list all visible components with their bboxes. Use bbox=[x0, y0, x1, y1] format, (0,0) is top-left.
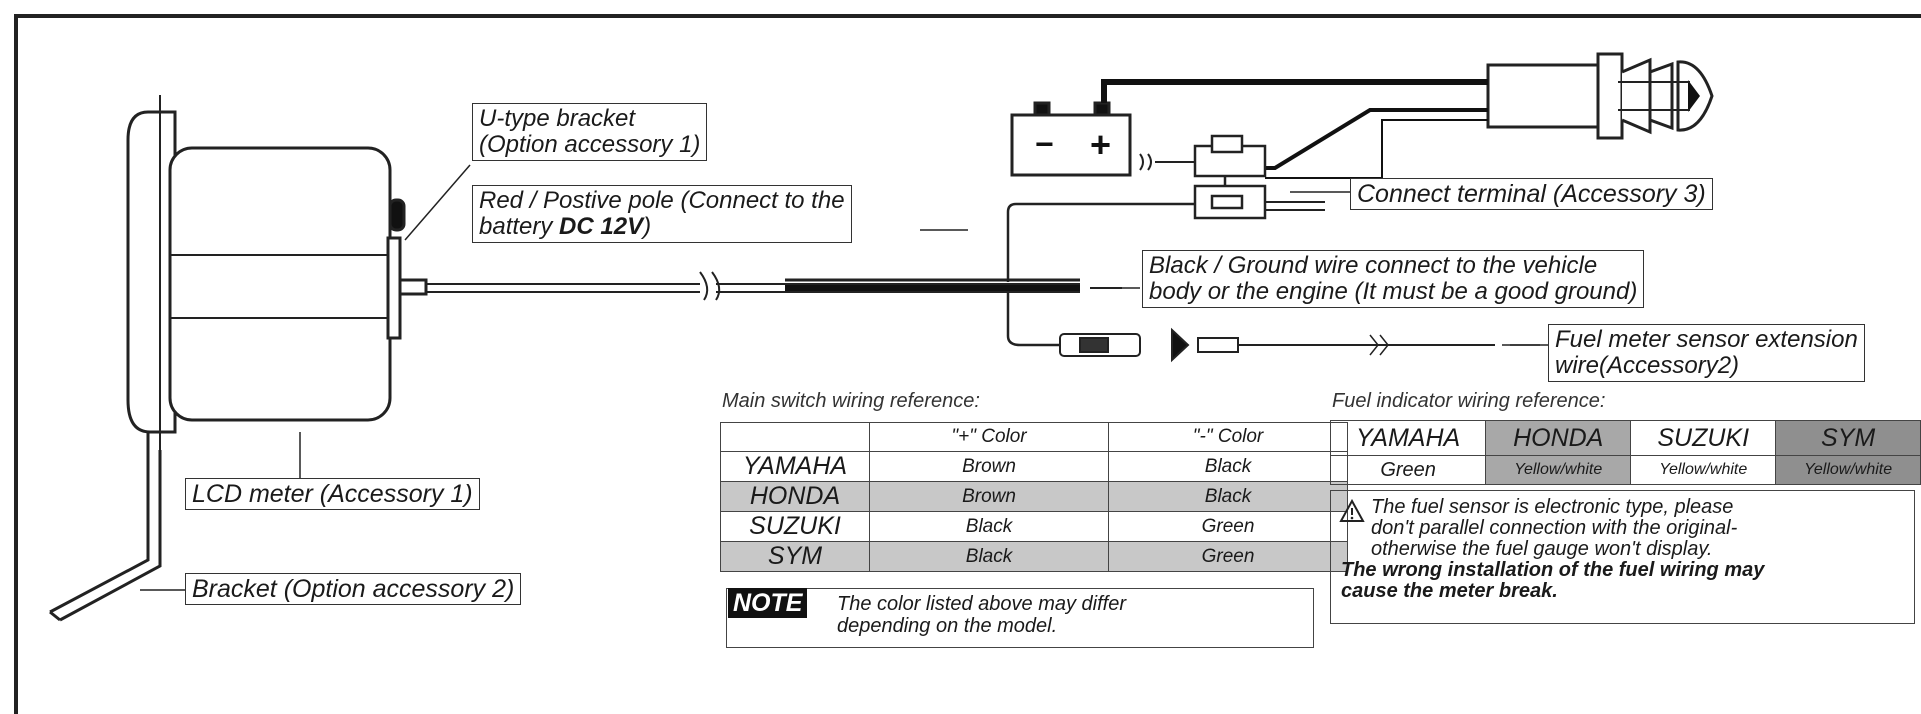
battery-icon bbox=[1010, 101, 1132, 177]
diagram-frame bbox=[14, 14, 1921, 714]
red-positive-text: battery bbox=[479, 213, 560, 240]
plus-color-cell: Black bbox=[869, 511, 1109, 542]
fuel-extension-line2: wire(Accessory2) bbox=[1555, 352, 1740, 379]
table-row: YAMAHA Brown Black bbox=[720, 451, 1348, 482]
brand-cell: HONDA bbox=[1485, 420, 1632, 456]
table-row: YAMAHA HONDA SUZUKI SYM bbox=[1329, 420, 1921, 456]
dc-voltage-text: DC 12V bbox=[559, 213, 644, 240]
table-row: SYM Black Green bbox=[720, 541, 1348, 572]
table-header-cell bbox=[720, 422, 870, 452]
note-text-line1: The color listed above may differ bbox=[837, 593, 1127, 615]
switch-wires bbox=[1101, 79, 1488, 179]
brand-cell: YAMAHA bbox=[1329, 420, 1487, 456]
fuel-extension-label: Fuel meter sensor extension wire(Accesso… bbox=[1548, 324, 1865, 382]
u-bracket-label-line1: U-type bracket bbox=[479, 105, 636, 132]
warning-triangle-icon bbox=[1339, 499, 1365, 522]
battery-plus-label: + bbox=[1090, 124, 1111, 165]
table-header-cell: "+" Color bbox=[869, 422, 1109, 452]
note-tag: NOTE bbox=[728, 588, 808, 618]
brand-cell: YAMAHA bbox=[720, 451, 870, 482]
brand-cell: SUZUKI bbox=[720, 511, 870, 542]
u-bracket-label-line2: (Option accessory 1) bbox=[479, 131, 701, 158]
leader-lines bbox=[140, 164, 1548, 591]
meter-cables bbox=[426, 202, 1195, 347]
note-text-line2: depending on the model. bbox=[837, 615, 1058, 637]
table-header-cell: "-" Color bbox=[1108, 422, 1348, 452]
fuel-extension-line1: Fuel meter sensor extension bbox=[1555, 326, 1858, 353]
warning-line2: don't parallel connection with the origi… bbox=[1371, 517, 1738, 539]
warning-bold-line1: The wrong installation of the fuel wirin… bbox=[1341, 559, 1765, 581]
brand-cell: SYM bbox=[720, 541, 870, 572]
red-positive-close: ) bbox=[643, 213, 652, 240]
table-row: Green Yellow/white Yellow/white Yellow/w… bbox=[1329, 455, 1921, 485]
brand-cell: HONDA bbox=[720, 481, 870, 512]
lcd-meter-label: LCD meter (Accessory 1) bbox=[185, 478, 480, 510]
wire-color-cell: Yellow/white bbox=[1485, 455, 1632, 485]
wire-color-cell: Green bbox=[1329, 455, 1487, 485]
plus-color-cell: Black bbox=[869, 541, 1109, 572]
warning-line3: otherwise the fuel gauge won't display. bbox=[1371, 538, 1713, 560]
connect-terminal-label: Connect terminal (Accessory 3) bbox=[1350, 178, 1713, 210]
minus-color-cell: Black bbox=[1108, 451, 1348, 482]
table-header-row: "+" Color "-" Color bbox=[720, 422, 1348, 452]
ground-wire-line2: body or the engine (It must be a good gr… bbox=[1149, 278, 1638, 305]
ground-wire-label: Black / Ground wire connect to the vehic… bbox=[1142, 250, 1645, 308]
battery-minus-label: − bbox=[1035, 126, 1054, 162]
table-row: SUZUKI Black Green bbox=[720, 511, 1348, 542]
connect-terminal-icon bbox=[1139, 134, 1325, 220]
table-row: HONDA Brown Black bbox=[720, 481, 1348, 512]
warning-line1: The fuel sensor is electronic type, plea… bbox=[1371, 496, 1734, 518]
plus-color-cell: Brown bbox=[869, 481, 1109, 512]
lcd-meter-icon bbox=[126, 95, 428, 450]
bracket-label: Bracket (Option accessory 2) bbox=[185, 573, 522, 605]
minus-color-cell: Green bbox=[1108, 541, 1348, 572]
fuel-indicator-table: YAMAHA HONDA SUZUKI SYM Green Yellow/whi… bbox=[1329, 420, 1921, 485]
red-positive-label: Red / Postive pole (Connect to the batte… bbox=[472, 185, 852, 243]
wire-color-cell: Yellow/white bbox=[1775, 455, 1921, 485]
red-positive-line1: Red / Postive pole (Connect to the bbox=[479, 187, 845, 214]
wiring-diagram-drawing: − + bbox=[49, 52, 1714, 622]
red-positive-line2: battery DC 12V) bbox=[479, 214, 845, 240]
main-switch-title: Main switch wiring reference: bbox=[722, 390, 980, 412]
brand-cell: SUZUKI bbox=[1630, 420, 1777, 456]
warning-bold-line2: cause the meter break. bbox=[1341, 580, 1558, 602]
minus-color-cell: Black bbox=[1108, 481, 1348, 512]
u-bracket-label: U-type bracket (Option accessory 1) bbox=[472, 103, 708, 161]
minus-color-cell: Green bbox=[1108, 511, 1348, 542]
main-switch-table: "+" Color "-" Color YAMAHA Brown Black H… bbox=[720, 422, 1348, 572]
wire-color-cell: Yellow/white bbox=[1630, 455, 1777, 485]
fuel-indicator-title: Fuel indicator wiring reference: bbox=[1332, 390, 1606, 412]
fuel-warning-box: The fuel sensor is electronic type, plea… bbox=[1330, 490, 1915, 624]
bracket-icon bbox=[49, 432, 162, 622]
ground-wire-line1: Black / Ground wire connect to the vehic… bbox=[1149, 252, 1598, 279]
brand-cell: SYM bbox=[1775, 420, 1921, 456]
note-box: The color listed above may differ depend… bbox=[726, 588, 1314, 648]
ignition-switch-icon bbox=[1486, 52, 1714, 140]
fuel-connector-icon bbox=[1059, 327, 1540, 363]
plus-color-cell: Brown bbox=[869, 451, 1109, 482]
